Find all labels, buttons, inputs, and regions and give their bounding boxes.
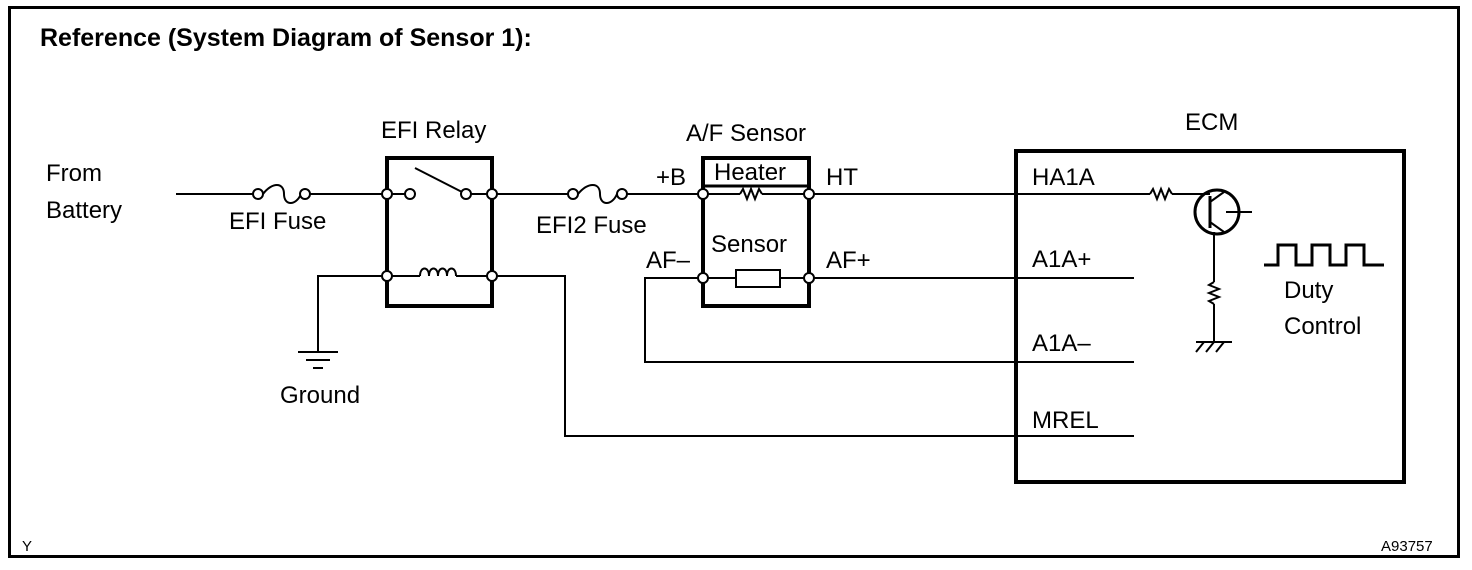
af-sensor <box>697 156 815 308</box>
ground-symbol <box>298 275 382 369</box>
battery-label: Battery <box>46 197 123 224</box>
ha1a-label: HA1A <box>1032 164 1095 191</box>
af-sensor-label: A/F Sensor <box>686 120 807 147</box>
corner-marker: Y <box>22 538 33 555</box>
ecm-label: ECM <box>1185 109 1239 136</box>
efi-fuse-label: EFI Fuse <box>229 208 327 235</box>
duty-waveform-icon <box>1264 243 1384 267</box>
figure-id: A93757 <box>1381 538 1433 555</box>
duty-label: Duty <box>1284 277 1334 304</box>
ecm-box <box>1014 149 1406 484</box>
sensor-label: Sensor <box>711 231 788 258</box>
mrel-label: MREL <box>1032 407 1099 434</box>
ht-label: HT <box>826 164 858 191</box>
ecm-driver-circuit <box>1149 186 1252 353</box>
diagram-frame <box>8 6 1460 558</box>
efi-relay <box>381 156 498 308</box>
mrel-wire <box>497 275 1134 437</box>
from-label: From <box>46 160 102 187</box>
efi-relay-label: EFI Relay <box>381 117 487 144</box>
diagram-title: Reference (System Diagram of Sensor 1): <box>40 24 532 52</box>
heater-label: Heater <box>714 159 787 186</box>
af-minus-wire <box>644 277 1134 363</box>
af-minus-label: AF– <box>646 247 691 274</box>
a1a-plus-label: A1A+ <box>1032 246 1092 273</box>
ground-label: Ground <box>280 382 361 409</box>
a1a-minus-label: A1A– <box>1032 330 1091 357</box>
control-label: Control <box>1284 313 1362 340</box>
efi2-fuse-label: EFI2 Fuse <box>536 212 647 239</box>
af-plus-label: AF+ <box>826 247 871 274</box>
plus-b-label: +B <box>656 164 687 191</box>
efi2-fuse-wire <box>497 184 698 204</box>
battery-wire <box>176 184 382 204</box>
